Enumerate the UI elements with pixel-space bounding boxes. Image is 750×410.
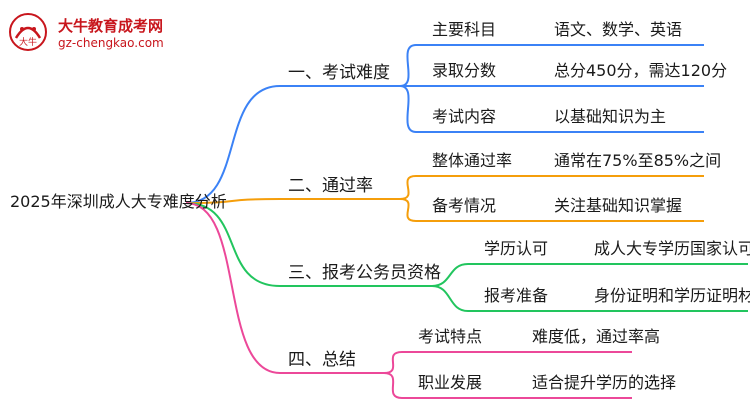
connector-root-to-branch — [185, 198, 281, 204]
leaf-value: 关注基础知识掌握 — [554, 196, 683, 215]
leaf-value: 语文、数学、英语 — [554, 20, 683, 39]
brand-logo[interactable]: 大牛 大牛教育成考网 gz-chengkao.com — [4, 10, 204, 54]
branch-label: 三、报考公务员资格 — [288, 262, 441, 283]
leaf-key: 主要科目 — [432, 20, 497, 39]
branch-label: 二、通过率 — [288, 175, 373, 196]
leaf-key: 学历认可 — [484, 239, 549, 258]
leaf-value: 以基础知识为主 — [554, 107, 667, 126]
connector-branch-to-leaf — [399, 175, 417, 200]
leaf-key: 报考准备 — [484, 286, 549, 305]
leaf-key: 考试特点 — [418, 327, 483, 346]
connector-root-to-branch — [185, 85, 281, 204]
logo-name: 大牛教育成考网 — [58, 17, 164, 35]
leaf-value: 身份证明和学历证明材料 — [594, 286, 750, 305]
branch-label: 一、考试难度 — [288, 62, 390, 83]
leaf-key: 职业发展 — [418, 373, 483, 392]
leaf-key: 考试内容 — [432, 107, 497, 126]
connector-branch-to-leaf — [399, 198, 417, 222]
connector-branch-to-leaf — [399, 85, 417, 133]
connector-branch-to-leaf — [383, 351, 403, 374]
leaf-key: 录取分数 — [432, 61, 497, 80]
leaf-value: 总分450分，需达120分 — [554, 61, 728, 80]
connector-branch-to-leaf — [431, 285, 469, 312]
leaf-key: 备考情况 — [432, 196, 497, 215]
leaf-value: 难度低，通过率高 — [532, 327, 661, 346]
logo-mark-icon: 大牛 — [9, 13, 47, 51]
root-label: 2025年深圳成人大专难度分析 — [10, 192, 227, 211]
connector-root-to-branch — [185, 202, 281, 287]
branch-label: 四、总结 — [288, 349, 356, 370]
leaf-key: 整体通过率 — [432, 151, 513, 170]
connector-branch-to-leaf — [383, 372, 403, 399]
logo-url: gz-chengkao.com — [58, 36, 164, 50]
logo-mark-text: 大牛 — [19, 36, 37, 48]
connector-branch-to-leaf — [431, 263, 469, 287]
leaf-value: 通常在75%至85%之间 — [554, 151, 722, 170]
connector-branch-to-leaf — [399, 44, 417, 87]
leaf-value: 适合提升学历的选择 — [532, 373, 677, 392]
leaf-value: 成人大专学历国家认可 — [594, 239, 750, 258]
connector-root-to-branch — [185, 202, 281, 374]
